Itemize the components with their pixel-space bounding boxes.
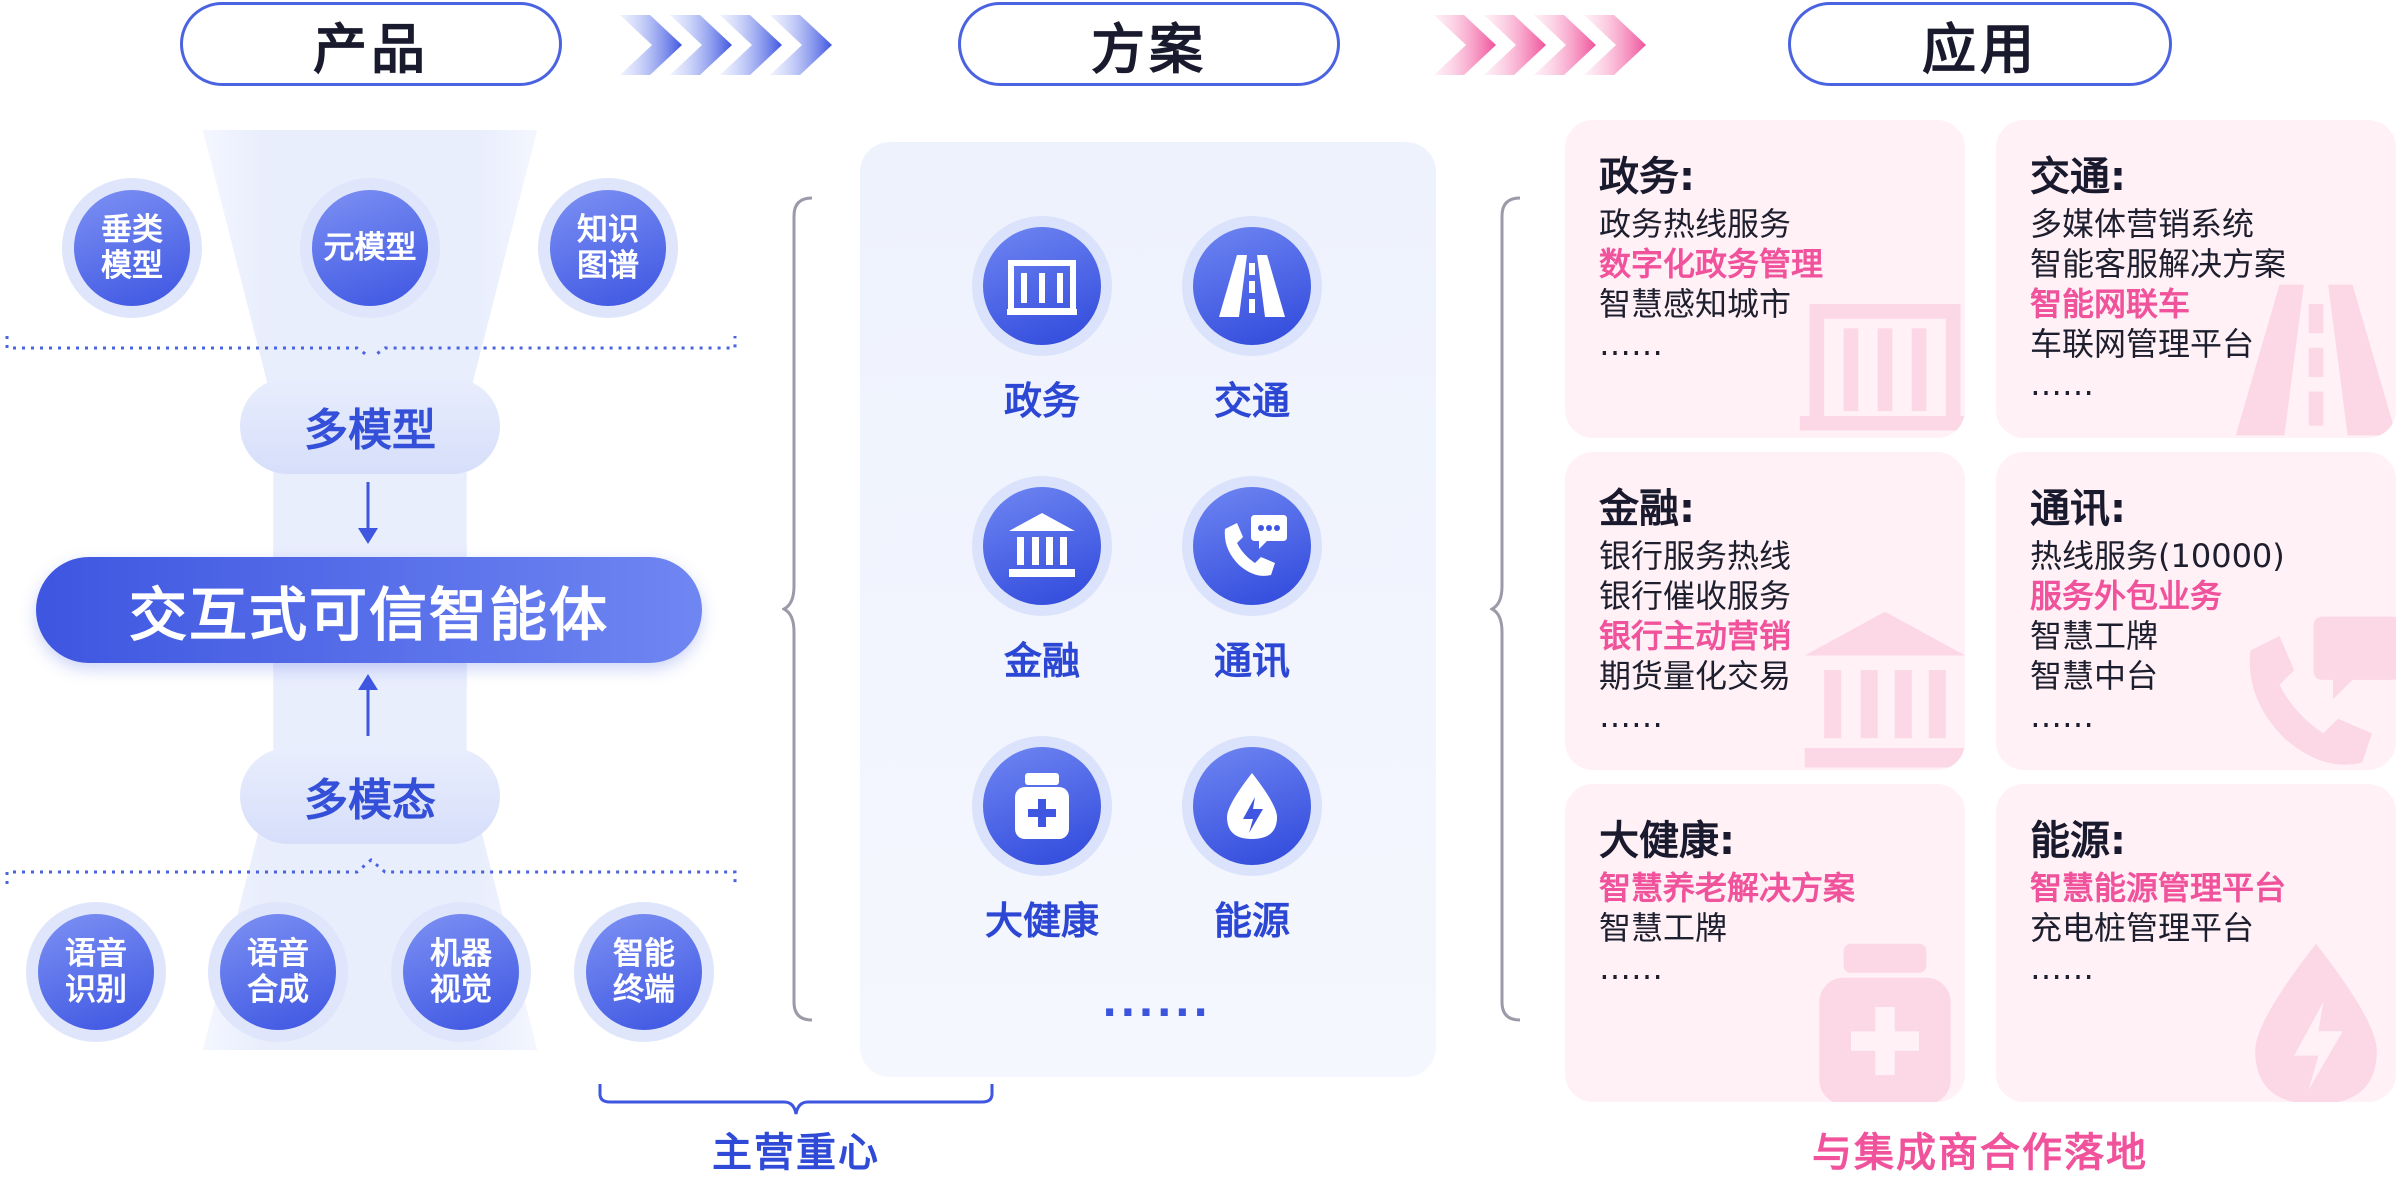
capability-circle-asr: 语音 识别: [26, 902, 166, 1042]
app-card-government: 政务: 政务热线服务 数字化政务管理 智慧感知城市 ……: [1565, 120, 1965, 438]
card-line-highlight: 智慧养老解决方案: [1599, 869, 1856, 907]
dotted-brace-bottom: [5, 858, 737, 884]
scheme-finance: 金融: [942, 476, 1142, 716]
scheme-label: 金融: [1003, 639, 1080, 683]
card-line: 智慧感知城市: [1599, 285, 1792, 323]
road-icon: [1219, 255, 1285, 317]
card-line: 智慧工牌: [1599, 909, 1728, 947]
phone-chat-icon: [1224, 515, 1287, 576]
scheme-label: 交通: [1213, 379, 1290, 423]
model-label: 元模型: [312, 190, 428, 306]
capability-label: 机器 视觉: [403, 914, 519, 1030]
model-circle-vertical: 垂类 模型: [62, 178, 202, 318]
card-line-highlight: 数字化政务管理: [1599, 245, 1824, 283]
card-line: 智能客服解决方案: [2030, 245, 2287, 283]
header-application: 应用: [1788, 2, 2172, 86]
solution-panel: [860, 142, 1436, 1077]
bank-icon: [1009, 513, 1075, 577]
header-solution: 方案: [958, 2, 1340, 86]
capability-circle-tts: 语音 合成: [208, 902, 348, 1042]
card-line-highlight: 智能网联车: [2030, 285, 2191, 323]
multi-model-pill: 多模型: [240, 378, 500, 474]
card-line: ……: [1599, 949, 1663, 987]
card-line-highlight: 智慧能源管理平台: [2030, 869, 2287, 907]
main-focus-caption: 主营重心: [712, 1130, 880, 1176]
scheme-label: 大健康: [984, 899, 1099, 943]
card-title: 通讯:: [2030, 486, 2126, 532]
model-circle-knowledge: 知识 图谱: [538, 178, 678, 318]
card-line: 充电桩管理平台: [2030, 909, 2255, 947]
card-line: 车联网管理平台: [2030, 325, 2255, 363]
card-line: 智慧工牌: [2030, 617, 2159, 655]
card-line: 智慧中台: [2030, 657, 2159, 695]
capability-label: 语音 识别: [38, 914, 154, 1030]
capability-label: 语音 合成: [220, 914, 336, 1030]
road-icon: [2235, 284, 2396, 436]
app-card-telecom: 通讯: 热线服务(10000) 服务外包业务 智慧工牌 智慧中台 ……: [1996, 452, 2396, 770]
model-label: 垂类 模型: [74, 190, 190, 306]
app-card-finance: 金融: 银行服务热线 银行催收服务 银行主动营销 期货量化交易 ……: [1565, 452, 1965, 770]
app-card-energy: 能源: 智慧能源管理平台 充电桩管理平台 ……: [1996, 784, 2396, 1102]
card-title: 大健康:: [1599, 818, 1735, 864]
scheme-label: 通讯: [1213, 639, 1290, 683]
dotted-brace-top: [5, 336, 737, 356]
government-building-icon: [1799, 304, 1965, 431]
card-title: 能源:: [2030, 818, 2126, 864]
header-product: 产品: [180, 2, 562, 86]
energy-drop-icon: [2255, 943, 2377, 1102]
scheme-label: 能源: [1213, 899, 1290, 943]
left-brace-solution: [782, 196, 813, 1022]
card-line: 政务热线服务: [1599, 205, 1792, 243]
blue-chevron-arrows: [620, 15, 832, 75]
interactive-agent-pill: 交互式可信智能体: [36, 557, 702, 663]
scheme-telecom: 通讯: [1152, 476, 1352, 716]
multi-modal-pill: 多模态: [240, 748, 500, 844]
card-title: 政务:: [1599, 154, 1695, 200]
capability-circle-terminal: 智能 终端: [574, 902, 714, 1042]
government-building-icon: [1007, 260, 1077, 315]
arrow-up-icon: [358, 674, 378, 736]
card-line-highlight: 银行主动营销: [1599, 617, 1792, 655]
model-circle-meta: 元模型: [300, 178, 440, 318]
pink-chevron-arrows: [1434, 15, 1646, 75]
card-line: 多媒体营销系统: [2030, 205, 2255, 243]
model-label: 知识 图谱: [550, 190, 666, 306]
card-line: ……: [1599, 325, 1663, 363]
integrator-caption: 与集成商合作落地: [1812, 1130, 2148, 1176]
card-line: 银行催收服务: [1599, 577, 1792, 615]
left-brace-application: [1490, 196, 1521, 1022]
card-line-highlight: 服务外包业务: [2030, 577, 2223, 615]
app-card-health: 大健康: 智慧养老解决方案 智慧工牌 ……: [1565, 784, 1965, 1102]
phone-chat-icon: [2249, 616, 2396, 765]
scheme-energy: 能源: [1152, 736, 1352, 976]
card-title: 交通:: [2030, 154, 2126, 200]
capability-circle-vision: 机器 视觉: [391, 902, 531, 1042]
scheme-label: 政务: [1003, 379, 1080, 423]
energy-drop-icon: [1227, 773, 1277, 839]
scheme-government: 政务: [942, 216, 1142, 456]
bottom-brace-solution: [598, 1084, 994, 1115]
card-line: 银行服务热线: [1599, 537, 1792, 575]
more-dots: ......: [1102, 980, 1212, 1026]
scheme-health: 大健康: [942, 736, 1142, 976]
medicine-bottle-icon: [1015, 773, 1069, 839]
card-line: 热线服务(10000): [2030, 537, 2285, 575]
bank-icon: [1804, 611, 1965, 768]
scheme-transport: 交通: [1152, 216, 1352, 456]
medicine-bottle-icon: [1819, 943, 1951, 1102]
card-line: ……: [2030, 365, 2094, 403]
arrow-down-icon: [358, 482, 378, 544]
card-title: 金融:: [1599, 486, 1695, 532]
card-line: ……: [1599, 697, 1663, 735]
card-line: ……: [2030, 697, 2094, 735]
app-card-transport: 交通: 多媒体营销系统 智能客服解决方案 智能网联车 车联网管理平台 ……: [1996, 120, 2396, 438]
card-line: 期货量化交易: [1599, 657, 1792, 695]
card-line: ……: [2030, 949, 2094, 987]
capability-label: 智能 终端: [586, 914, 702, 1030]
